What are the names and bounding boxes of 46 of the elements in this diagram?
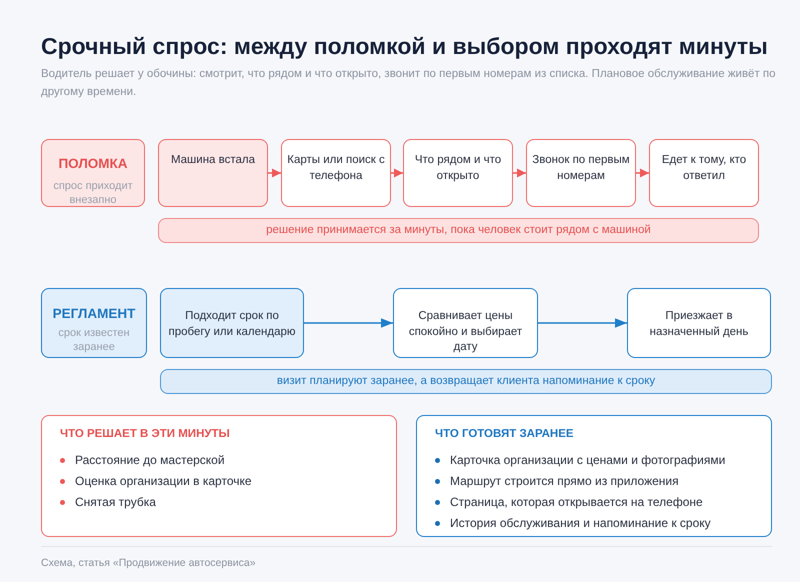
note-band: [158, 218, 759, 243]
step-box: [160, 288, 304, 358]
step-box: [158, 139, 268, 207]
step-text: Что рядом и что открыто: [414, 153, 502, 184]
note-band: [160, 369, 772, 394]
category-note: срок известен заранее: [57, 327, 131, 354]
list-item: Карточка организации с ценами и фотографиями: [450, 452, 726, 468]
list-item: Маршрут строится прямо из приложения: [450, 473, 679, 489]
step-text: Едет к тому, кто ответил: [660, 153, 748, 184]
subtitle: Водитель решает у обочины: смотрит, что рядом и что открыто, звонит по первым номерам из списка. Плановое обслуживание живёт по другому времени.: [41, 67, 777, 100]
list-item: Оценка организации в карточке: [75, 473, 252, 489]
step-box: [627, 288, 771, 358]
category-note: спрос приходит внезапно: [52, 180, 134, 207]
step-box: [526, 139, 636, 207]
list-item: Снятая трубка: [75, 494, 156, 510]
category-title: ПОЛОМКА: [57, 156, 129, 172]
list-item: Страница, которая открывается на телефоне: [450, 494, 703, 510]
page-title: Срочный спрос: между поломкой и выбором проходят минуты: [41, 33, 768, 60]
list-item: История обслуживания и напоминание к сроку: [450, 515, 711, 531]
arrow: [513, 168, 526, 178]
step-box: [281, 139, 391, 207]
list-item: Расстояние до мастерской: [75, 452, 225, 468]
arrow: [538, 318, 627, 328]
card-heading: ЧТО ГОТОВЯТ ЗАРАНЕЕ: [435, 427, 574, 441]
band-text: решение принимается за минуты, пока человек стоит рядом с машиной: [265, 223, 652, 238]
band-text: визит планируют заранее, а возвращает клиента напоминание к сроку: [276, 374, 656, 389]
step-text: Машина встала: [170, 153, 256, 168]
step-box: [403, 139, 513, 207]
arrow: [391, 168, 403, 178]
info-card: [416, 415, 772, 537]
category-box: [41, 288, 147, 358]
step-text: Звонок по первым номерам: [531, 153, 631, 184]
step-text: Сравнивает цены спокойно и выбирает дату: [408, 309, 524, 355]
step-text: Подходит срок по пробегу или календарю: [167, 309, 297, 340]
category-box: [41, 139, 145, 207]
step-text: Карты или поиск с телефона: [286, 153, 386, 184]
arrow: [636, 168, 649, 178]
footer-note: Схема, статья «Продвижение автосервиса»: [41, 556, 256, 570]
step-box: [393, 288, 538, 358]
info-card: [41, 415, 397, 537]
arrow: [304, 318, 393, 328]
category-title: РЕГЛАМЕНТ: [52, 306, 136, 322]
arrow: [268, 168, 281, 178]
step-text: Приезжает в назначенный день: [649, 309, 749, 340]
step-box: [649, 139, 759, 207]
card-heading: ЧТО РЕШАЕТ В ЭТИ МИНУТЫ: [60, 427, 230, 441]
